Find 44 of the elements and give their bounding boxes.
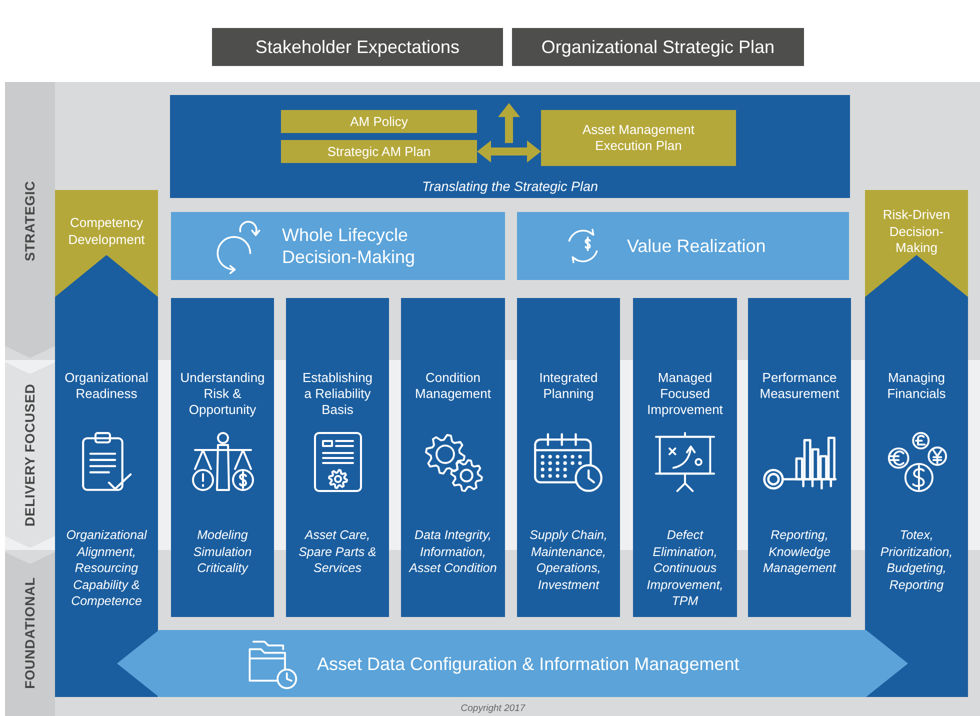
chevron-tab: [5, 550, 55, 716]
banner-title: Whole Lifecycle Decision-Making: [282, 224, 416, 268]
pillar-column: [748, 298, 851, 617]
heading-bar: Organizational Strategic Plan: [512, 28, 804, 66]
arrow-column: [865, 255, 968, 697]
pillar-column: [633, 298, 737, 617]
pillar-description: Asset Care, Spare Parts & Services: [298, 527, 378, 576]
plan-box: Strategic AM Plan: [281, 140, 477, 163]
pillar-description: Totex, Prioritization, Budgeting, Reporting: [879, 527, 954, 593]
theme-banner: [517, 212, 849, 280]
banner-title: Asset Data Configuration & Information Management: [317, 652, 740, 674]
pillar-column: [401, 298, 505, 617]
pillar-title: Organizational Readiness: [64, 370, 150, 402]
pillar-title: Performance Measurement: [758, 370, 840, 402]
arrow-column: [55, 255, 158, 697]
pillar-description: Supply Chain, Maintenance, Operations, Investment: [528, 527, 608, 593]
banner-title: Value Realization: [627, 235, 767, 257]
pillar-title: Condition Management: [414, 370, 492, 402]
plan-box: Asset Management Execution Plan: [541, 110, 736, 166]
section-label: DELIVERY FOCUSED: [22, 384, 38, 526]
panel-caption: Translating the Strategic Plan: [420, 178, 600, 195]
chevron-tab: [5, 82, 55, 360]
pillar-title: Managed Focused Improvement: [646, 370, 724, 418]
pillar-column: [171, 298, 274, 617]
plan-box: AM Policy: [281, 110, 477, 133]
pillar-description: Data Integrity, Information, Asset Condition: [408, 527, 498, 576]
double-headed-arrow: [477, 140, 541, 162]
pillar-column: [286, 298, 389, 617]
pillar-title: Integrated Planning: [538, 370, 599, 402]
pillar-description: Reporting, Knowledge Management: [762, 527, 838, 576]
pillar-column: [517, 298, 620, 617]
section-label: FOUNDATIONAL: [22, 577, 38, 689]
pillar-title: Establishing a Reliability Basis: [301, 370, 374, 418]
strategy-panel: [170, 95, 850, 198]
section-label: STRATEGIC: [22, 180, 38, 262]
theme-banner: [171, 212, 505, 280]
heading-bar: Stakeholder Expectations: [212, 28, 503, 66]
pillar-description: Defect Elimination, Continuous Improvement, TPM: [646, 527, 724, 610]
pillar-title: Managing Financials: [886, 370, 947, 402]
pillar-description: Modeling Simulation Criticality: [192, 527, 253, 576]
pillar-description: Organizational Alignment, Resourcing Capability & Competence: [65, 527, 148, 610]
double-arrow-banner: [117, 630, 908, 697]
pillar-title: Understanding Risk & Opportunity: [179, 370, 266, 418]
chevron-tab: [5, 360, 55, 550]
